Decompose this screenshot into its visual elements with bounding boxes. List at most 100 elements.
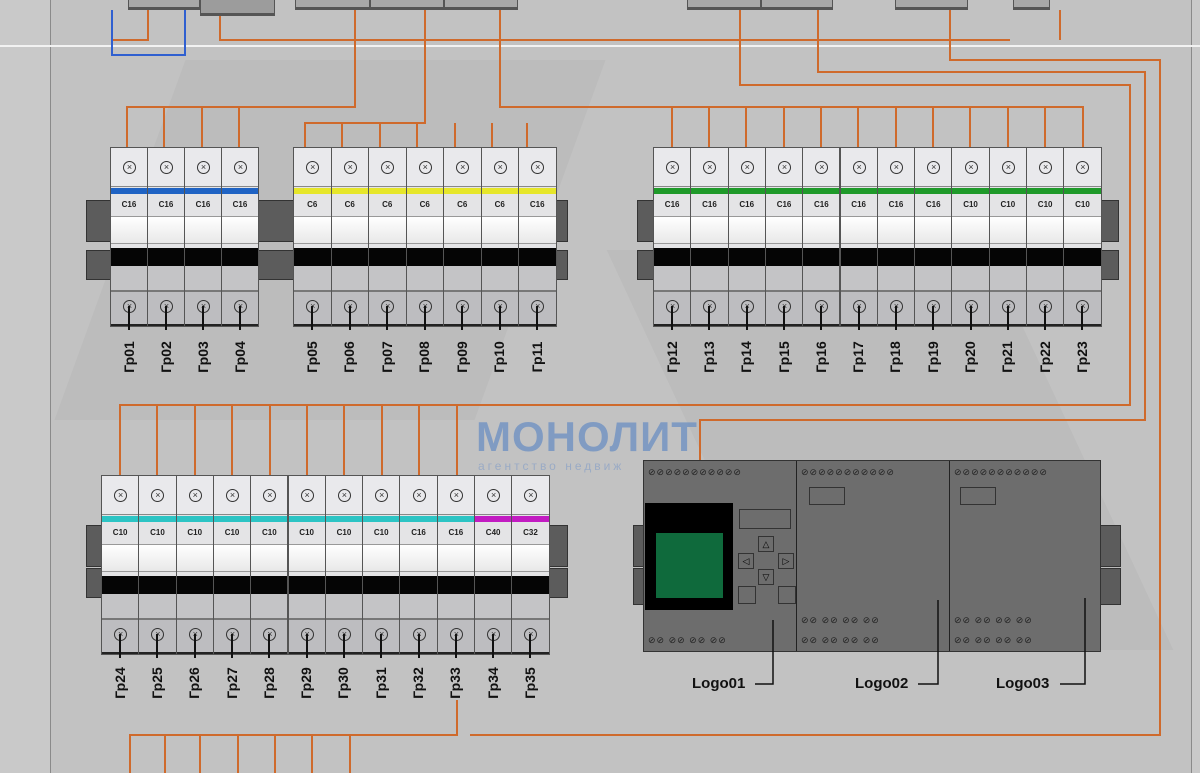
ok-key[interactable]: [778, 586, 796, 604]
down-key-icon[interactable]: ▽: [758, 569, 774, 585]
breaker-toggle[interactable]: [475, 576, 512, 594]
top-device-rcd-2[interactable]: [370, 0, 444, 10]
logo-module-1[interactable]: ⊘⊘⊘⊘⊘⊘⊘⊘⊘⊘⊘ △ ◁ ▷ ▽ ⊘⊘ ⊘⊘ ⊘⊘ ⊘⊘: [644, 461, 797, 651]
circuit-breaker[interactable]: × C16 ×: [221, 147, 259, 330]
breaker-toggle[interactable]: [251, 576, 288, 594]
breaker-toggle[interactable]: [840, 248, 877, 266]
circuit-breaker[interactable]: × C6 ×: [293, 147, 332, 330]
breaker-toggle[interactable]: [512, 576, 549, 594]
top-device-small[interactable]: [1013, 0, 1050, 10]
top-device-rcd-1[interactable]: [295, 0, 370, 10]
breaker-rating: C16: [232, 200, 248, 209]
group-label: Гр33: [447, 667, 464, 699]
breaker-toggle[interactable]: [400, 576, 437, 594]
up-key-icon[interactable]: △: [758, 536, 774, 552]
circuit-breaker[interactable]: × C10 ×: [250, 475, 289, 658]
top-device-input[interactable]: [128, 0, 200, 10]
circuit-breaker[interactable]: × C10 ×: [951, 147, 990, 330]
circuit-breaker[interactable]: × C16 ×: [876, 147, 916, 330]
top-device-rcd-5[interactable]: [761, 0, 833, 10]
circuit-breaker[interactable]: × C40 ×: [474, 475, 513, 658]
breaker-toggle[interactable]: [148, 248, 184, 266]
breaker-toggle[interactable]: [1064, 248, 1101, 266]
circuit-breaker[interactable]: × C16 ×: [436, 475, 475, 658]
circuit-breaker[interactable]: × C10 ×: [324, 475, 364, 658]
breaker-toggle[interactable]: [176, 576, 213, 594]
circuit-breaker[interactable]: × C16 ×: [147, 147, 185, 330]
top-device-rcd-6[interactable]: [895, 0, 968, 10]
breaker-toggle[interactable]: [111, 248, 147, 266]
circuit-breaker[interactable]: × C16 ×: [110, 147, 148, 330]
breaker-toggle[interactable]: [728, 248, 765, 266]
circuit-breaker[interactable]: × C10 ×: [988, 147, 1027, 330]
circuit-breaker[interactable]: × C10 ×: [1026, 147, 1065, 330]
circuit-breaker[interactable]: × C10 ×: [175, 475, 214, 658]
logo-controller[interactable]: ⊘⊘⊘⊘⊘⊘⊘⊘⊘⊘⊘ △ ◁ ▷ ▽ ⊘⊘ ⊘⊘ ⊘⊘ ⊘⊘ ⊘⊘⊘⊘⊘⊘⊘⊘…: [643, 460, 1101, 652]
left-key-icon[interactable]: ◁: [738, 553, 754, 569]
breaker-toggle[interactable]: [952, 248, 989, 266]
top-device-rcd-4[interactable]: [687, 0, 761, 10]
circuit-breaker[interactable]: × C16 ×: [914, 147, 953, 330]
circuit-breaker[interactable]: × C16 ×: [690, 147, 729, 330]
top-terminal: ×: [952, 148, 989, 187]
circuit-breaker[interactable]: × C16 ×: [802, 147, 841, 330]
breaker-toggle[interactable]: [444, 248, 481, 266]
circuit-breaker[interactable]: × C6 ×: [330, 147, 369, 330]
circuit-breaker[interactable]: × C10 ×: [362, 475, 401, 658]
breaker-toggle[interactable]: [691, 248, 728, 266]
breaker-toggle[interactable]: [803, 248, 840, 266]
breaker-toggle[interactable]: [213, 576, 251, 594]
circuit-breaker[interactable]: × C6 ×: [480, 147, 519, 330]
breaker-toggle[interactable]: [325, 576, 363, 594]
circuit-breaker[interactable]: × C16 ×: [727, 147, 766, 330]
circuit-breaker[interactable]: × C10 ×: [212, 475, 252, 658]
top-device-rcd-3[interactable]: [444, 0, 518, 10]
circuit-breaker[interactable]: × C10 ×: [287, 475, 326, 658]
breaker-toggle[interactable]: [222, 248, 258, 266]
circuit-breaker[interactable]: × C6 ×: [405, 147, 444, 330]
circuit-breaker[interactable]: × C32 ×: [511, 475, 550, 658]
breaker-toggle[interactable]: [294, 248, 331, 266]
group-label: Гр06: [341, 341, 358, 373]
logo-module-3[interactable]: ⊘⊘⊘⊘⊘⊘⊘⊘⊘⊘⊘ ⊘⊘ ⊘⊘ ⊘⊘ ⊘⊘ ⊘⊘ ⊘⊘ ⊘⊘ ⊘⊘: [950, 461, 1100, 651]
circuit-breaker[interactable]: × C16 ×: [839, 147, 878, 330]
breaker-toggle[interactable]: [102, 576, 139, 594]
circuit-breaker[interactable]: × C10 ×: [101, 475, 140, 658]
breaker-toggle[interactable]: [363, 576, 400, 594]
esc-key[interactable]: [738, 586, 756, 604]
breaker-toggle[interactable]: [139, 576, 176, 594]
breaker-toggle[interactable]: [765, 248, 803, 266]
top-terminal: ×: [803, 148, 840, 187]
breaker-toggle[interactable]: [1027, 248, 1064, 266]
breaker-toggle[interactable]: [437, 576, 474, 594]
breaker-toggle[interactable]: [654, 248, 691, 266]
logo-module-2[interactable]: ⊘⊘⊘⊘⊘⊘⊘⊘⊘⊘⊘ ⊘⊘ ⊘⊘ ⊘⊘ ⊘⊘ ⊘⊘ ⊘⊘ ⊘⊘ ⊘⊘: [797, 461, 950, 651]
circuit-breaker[interactable]: × C6 ×: [368, 147, 407, 330]
output-wire: [202, 306, 204, 330]
top-device-switch[interactable]: [200, 0, 275, 16]
breaker-toggle[interactable]: [185, 248, 221, 266]
breaker-toggle[interactable]: [877, 248, 915, 266]
circuit-breaker[interactable]: × C16 ×: [653, 147, 692, 330]
right-key-icon[interactable]: ▷: [778, 553, 794, 569]
breaker-body: [185, 216, 221, 244]
circuit-breaker[interactable]: × C10 ×: [138, 475, 177, 658]
breaker-toggle[interactable]: [989, 248, 1026, 266]
breaker-toggle[interactable]: [331, 248, 368, 266]
circuit-breaker[interactable]: × C16 ×: [399, 475, 438, 658]
breaker-toggle[interactable]: [406, 248, 443, 266]
color-stripe: [213, 516, 251, 522]
circuit-breaker[interactable]: × C10 ×: [1063, 147, 1102, 330]
breaker-toggle[interactable]: [519, 248, 556, 266]
breaker-toggle[interactable]: [915, 248, 952, 266]
circuit-breaker[interactable]: × C16 ×: [184, 147, 222, 330]
circuit-breaker[interactable]: × C16 ×: [764, 147, 804, 330]
terminal-row: ⊘⊘ ⊘⊘ ⊘⊘ ⊘⊘: [648, 635, 727, 645]
circuit-breaker[interactable]: × C6 ×: [443, 147, 482, 330]
breaker-toggle[interactable]: [288, 576, 325, 594]
breaker-toggle[interactable]: [481, 248, 518, 266]
screw-icon: ×: [1039, 161, 1053, 174]
breaker-toggle[interactable]: [369, 248, 406, 266]
circuit-breaker[interactable]: × C16 ×: [518, 147, 557, 330]
output-wire: [536, 306, 539, 330]
